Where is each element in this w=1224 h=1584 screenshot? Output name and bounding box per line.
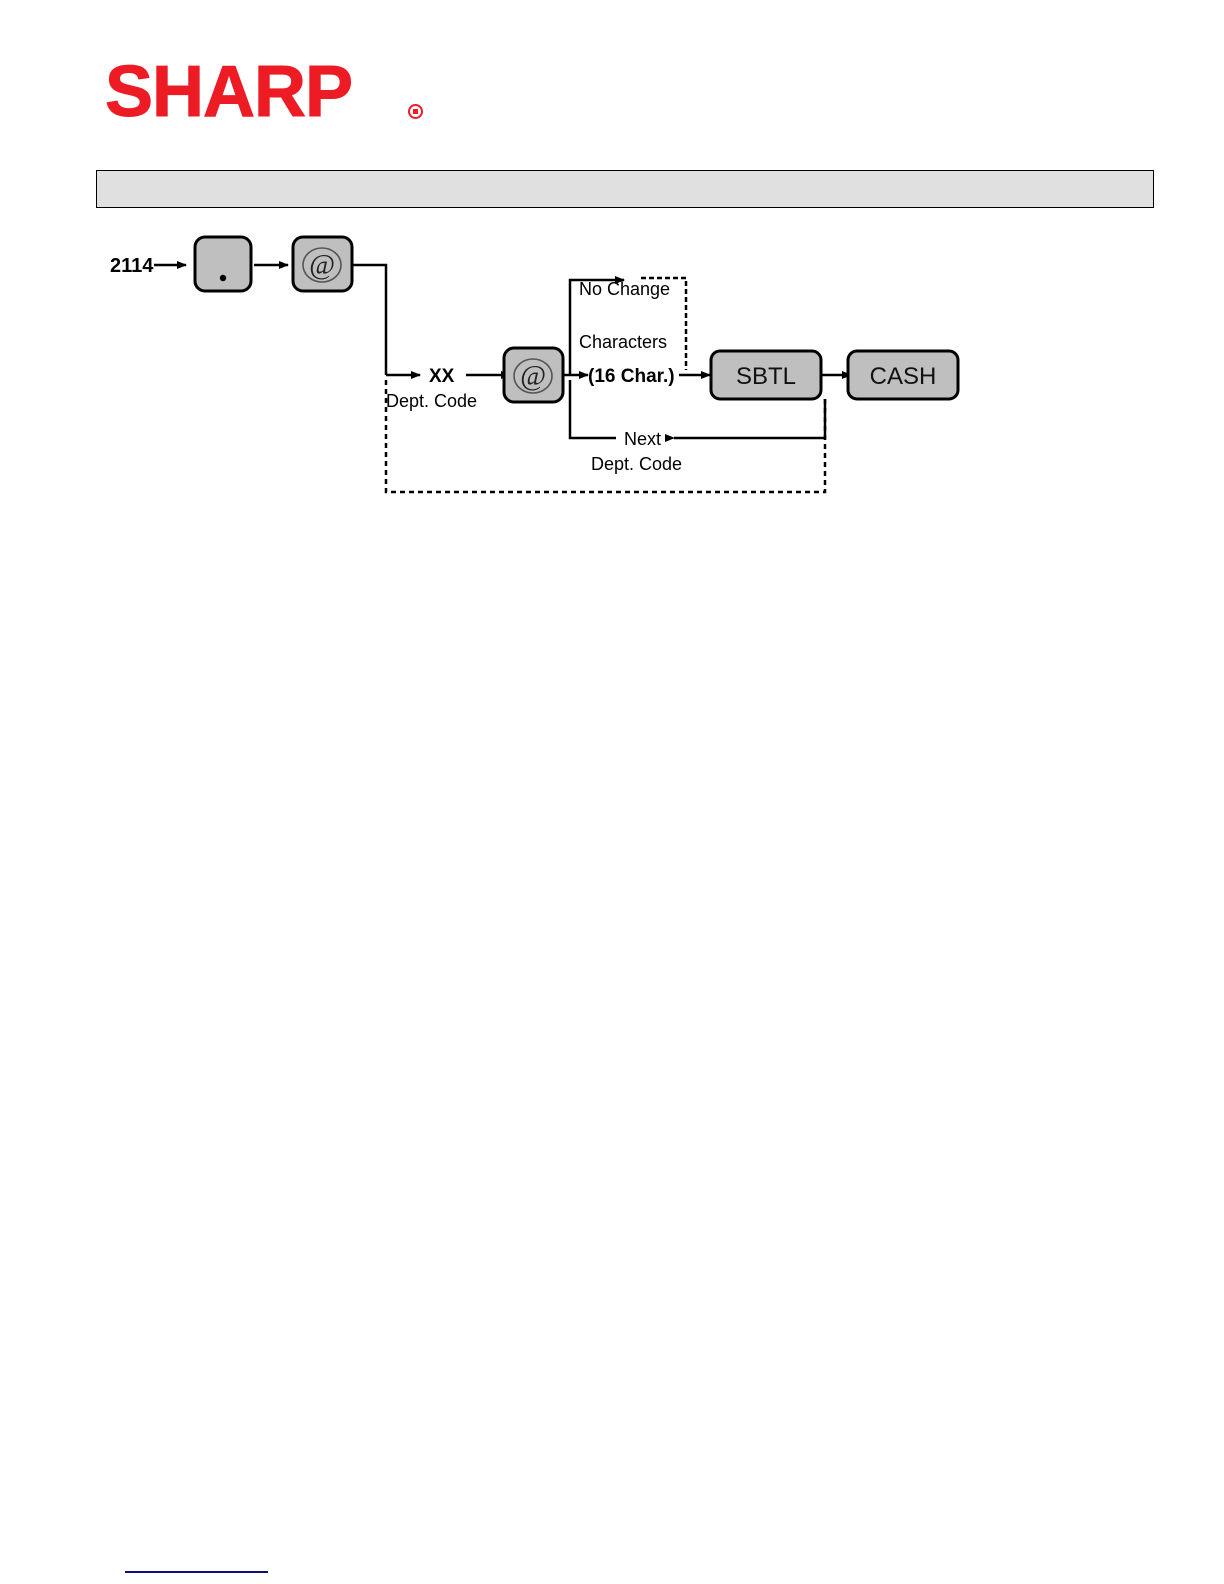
key-sequence-flow-diagram: 2114 @ XX Dept. Code — [96, 220, 1056, 520]
next-loop-right-segment — [709, 399, 827, 440]
key-decimal[interactable] — [193, 235, 253, 293]
next-dept-code-label: Dept. Code — [591, 454, 682, 474]
at-symbol-ring-2 — [513, 358, 553, 394]
no-change-bypass-up — [568, 276, 625, 375]
at-symbol-glyph-1: @ — [309, 250, 335, 281]
key-at-second[interactable]: @ — [502, 346, 565, 404]
key-sbtl[interactable]: SBTL — [709, 349, 823, 401]
restart-dotted-loop — [384, 380, 827, 494]
dept-code-value-label: XX — [429, 366, 455, 387]
characters-limit-label: (16 Char.) — [588, 366, 675, 387]
dept-code-caption-label: Dept. Code — [386, 391, 477, 411]
sbtl-key-label: SBTL — [736, 363, 796, 390]
at-symbol-glyph-2: @ — [520, 361, 546, 392]
no-change-label: No Change — [579, 279, 670, 299]
characters-label: Characters — [579, 332, 667, 352]
key-cash[interactable]: CASH — [846, 349, 960, 401]
brand-name: SHARP — [105, 52, 354, 132]
connector-at1-down — [352, 263, 388, 375]
start-code-label: 2114 — [110, 255, 154, 277]
section-title-text — [97, 171, 1153, 187]
next-label: Next — [624, 429, 661, 449]
section-title-bar — [96, 170, 1154, 208]
decimal-point-glyph — [219, 274, 227, 282]
cash-key-label: CASH — [870, 363, 937, 390]
sharp-logo: SHARP — [105, 52, 445, 132]
next-loop-left-segment — [568, 380, 616, 440]
no-change-bypass-dotted — [641, 276, 688, 370]
footer-rule — [125, 1571, 268, 1573]
registered-trademark-icon — [408, 104, 423, 119]
key-at-first[interactable]: @ — [291, 235, 354, 293]
at-symbol-ring-1 — [302, 247, 342, 283]
